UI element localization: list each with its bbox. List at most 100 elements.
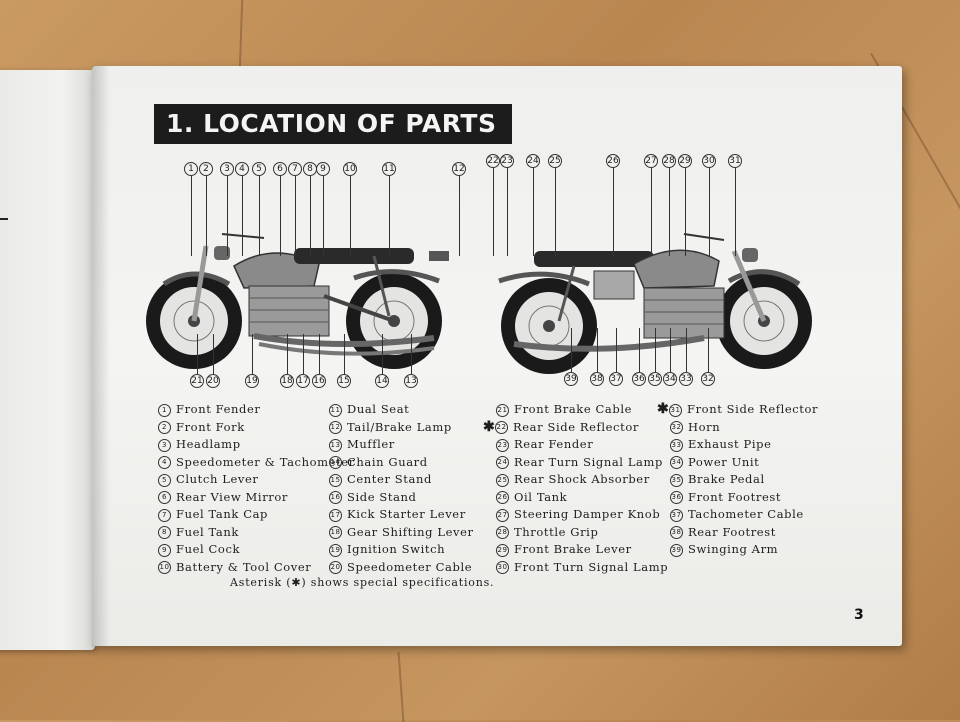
callout-leader: [191, 176, 192, 256]
callout-number: 34: [663, 372, 677, 386]
part-label: Front Side Reflector: [687, 402, 819, 416]
callout-leader: [571, 328, 572, 372]
part-number: 37: [670, 508, 683, 522]
motorcycle-right-view: [498, 233, 812, 374]
page-number: 3: [854, 607, 864, 623]
part-label: Rear Footrest: [688, 524, 776, 539]
callout-leader: [533, 168, 534, 256]
callout-leader: [685, 168, 686, 256]
callout-number: 37: [609, 372, 623, 386]
part-number: 21: [496, 403, 509, 417]
motorcycle-left-view: [146, 233, 449, 369]
callout-leader: [259, 176, 260, 256]
callout-number: 1: [184, 162, 198, 176]
part-label: Power Unit: [688, 454, 760, 469]
callout-number: 19: [245, 374, 259, 388]
callout-number: 31: [728, 154, 742, 168]
callout-number: 26: [606, 154, 620, 168]
part-number: 11: [329, 403, 342, 417]
part-number: 36: [670, 491, 683, 504]
callout-leader: [310, 176, 311, 256]
callout-number: 11: [382, 162, 396, 176]
part-label: Chain Guard: [347, 454, 428, 469]
callout-number: 14: [375, 374, 389, 388]
callout-leader: [639, 328, 640, 372]
part-label: Exhaust Pipe: [688, 437, 772, 451]
legend-item: 38 Rear Footrest: [670, 524, 818, 542]
callout-number: 33: [679, 372, 693, 386]
part-number: 22: [495, 421, 508, 434]
callout-leader: [389, 176, 390, 256]
callout-number: 21: [190, 374, 204, 388]
part-label: Rear Shock Absorber: [514, 472, 650, 486]
part-label: Dual Seat: [347, 402, 410, 416]
part-number: 9: [158, 543, 171, 557]
callout-leader: [197, 334, 198, 374]
manual-page: 1. LOCATION OF PARTS: [92, 66, 902, 646]
part-number: 38: [670, 526, 683, 539]
callout-leader: [213, 334, 214, 374]
asterisk-icon: ✱: [483, 418, 496, 435]
callout-leader: [382, 334, 383, 374]
callout-number: 20: [206, 374, 220, 388]
callout-leader: [597, 328, 598, 372]
part-number: 27: [496, 508, 509, 522]
callout-number: 13: [404, 374, 418, 388]
spine-shadow: [92, 66, 110, 646]
wood-grain: [397, 652, 405, 722]
part-label: Rear Fender: [514, 437, 594, 451]
callout-number: 15: [337, 374, 351, 388]
callout-number: 7: [288, 162, 302, 176]
callout-leader: [651, 168, 652, 256]
part-label: Side Stand: [347, 489, 417, 504]
callout-leader: [616, 328, 617, 372]
callout-number: 18: [280, 374, 294, 388]
part-number: 23: [496, 438, 509, 452]
callout-leader: [735, 168, 736, 256]
part-label: Front Turn Signal Lamp: [514, 559, 669, 574]
callout-number: 25: [548, 154, 562, 168]
callout-leader: [350, 176, 351, 256]
callout-leader: [686, 328, 687, 372]
callout-leader: [709, 168, 710, 256]
part-number: 25: [496, 473, 509, 487]
legend-item: 23 Rear Fender: [496, 436, 668, 454]
callout-number: 32: [701, 372, 715, 386]
callout-number: 5: [252, 162, 266, 176]
part-number: 34: [670, 456, 683, 469]
part-number: 33: [670, 438, 683, 452]
part-number: 8: [158, 526, 171, 539]
callout-number: 2: [199, 162, 213, 176]
asterisk-note: Asterisk (✱) shows special specification…: [230, 576, 495, 589]
page-title: 1. LOCATION OF PARTS: [154, 104, 512, 144]
callout-number: 35: [648, 372, 662, 386]
callout-number: 30: [702, 154, 716, 168]
part-label: Front Brake Lever: [514, 542, 632, 556]
callout-leader: [206, 176, 207, 256]
callout-leader: [669, 168, 670, 256]
part-label: Speedometer Cable: [347, 559, 473, 574]
part-number: 19: [329, 543, 342, 557]
part-label: Battery & Tool Cover: [176, 559, 312, 574]
part-label: Horn: [688, 419, 721, 434]
callout-leader: [295, 176, 296, 256]
part-number: 15: [329, 473, 342, 487]
left-page: [0, 70, 95, 650]
part-label: Front Fender: [176, 402, 261, 416]
callout-number: 16: [312, 374, 326, 388]
part-number: 10: [158, 561, 171, 574]
